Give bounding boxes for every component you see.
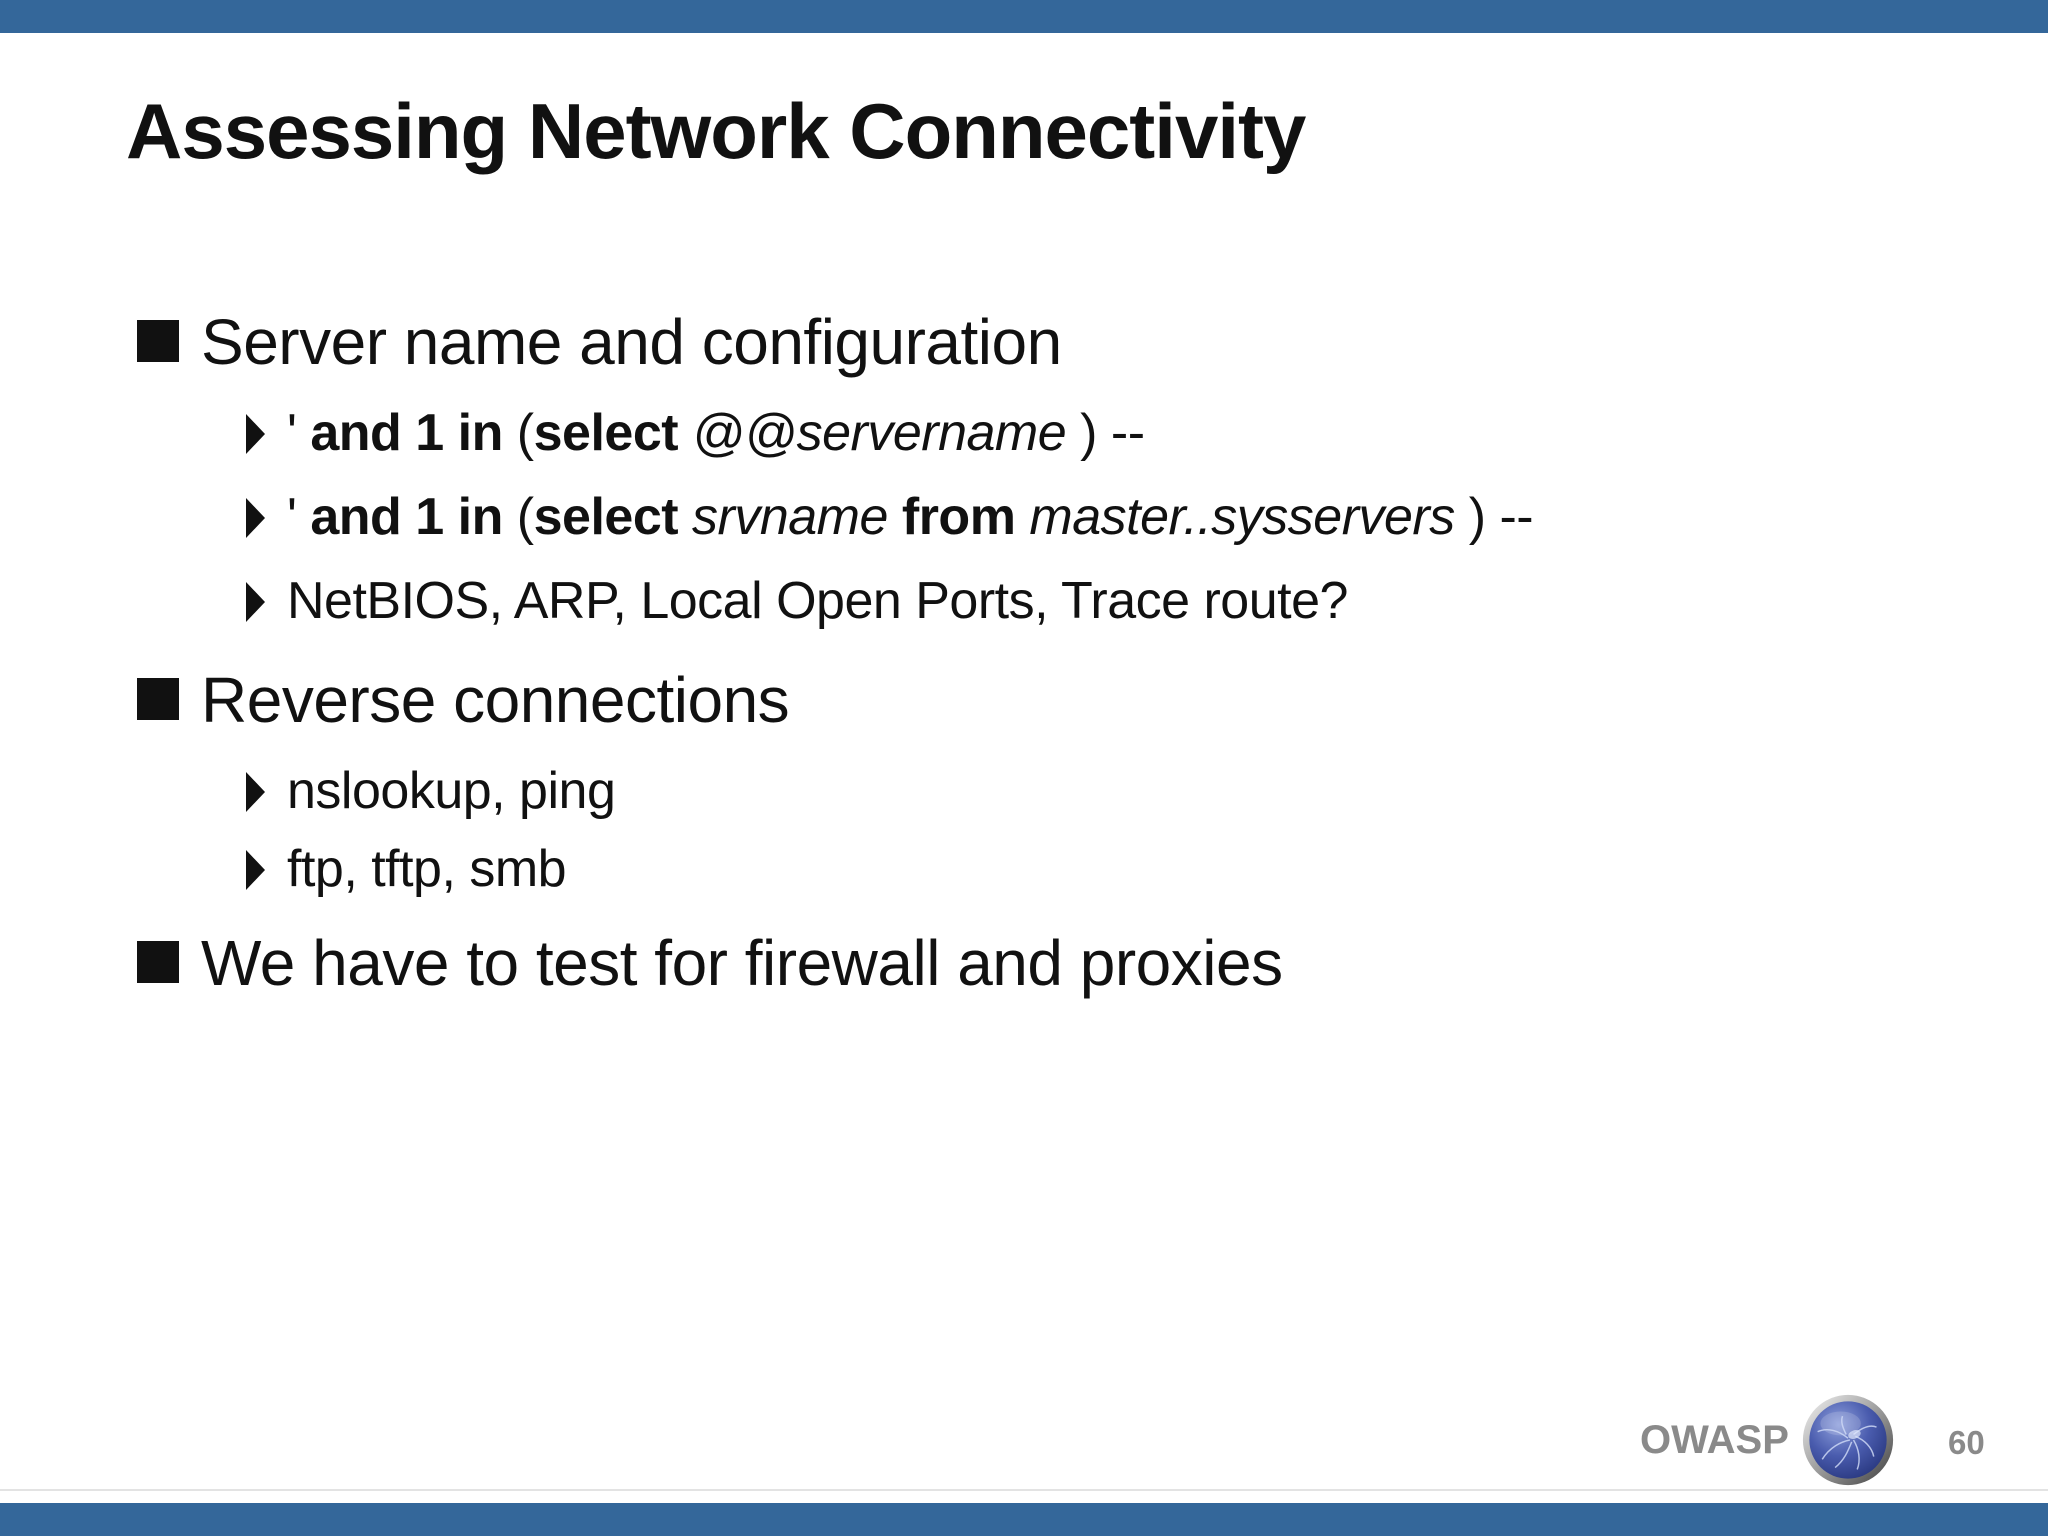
sub-bullet-item: NetBIOS, ARP, Local Open Ports, Trace ro…	[246, 572, 1348, 632]
footer-divider	[0, 1489, 2048, 1491]
sub-bullet-label: nslookup, ping	[287, 762, 616, 820]
sub-bullet-item: ' and 1 in (select srvname from master..…	[246, 488, 1534, 548]
triangle-bullet-icon	[246, 772, 265, 812]
sub-bullet-label: ' and 1 in (select srvname from master..…	[287, 488, 1534, 546]
bullet-label: Server name and configuration	[201, 306, 1062, 378]
page-number: 60	[1948, 1424, 1985, 1461]
bullet-item: Server name and configuration	[137, 306, 1062, 380]
sub-bullet-item: nslookup, ping	[246, 762, 616, 822]
sub-bullet-item: ftp, tftp, smb	[246, 840, 567, 900]
owasp-wasp-logo-icon	[1802, 1394, 1894, 1486]
bullet-item: We have to test for firewall and proxies	[137, 927, 1283, 1001]
square-bullet-icon	[137, 941, 179, 983]
sub-bullet-label: ' and 1 in (select @@servername ) --	[287, 404, 1145, 462]
triangle-bullet-icon	[246, 582, 265, 622]
owasp-wordmark: OWASP	[1640, 1418, 1789, 1462]
slide-title: Assessing Network Connectivity	[126, 87, 1306, 175]
bullet-label: Reverse connections	[201, 664, 790, 736]
triangle-bullet-icon	[246, 498, 265, 538]
triangle-bullet-icon	[246, 850, 265, 890]
sub-bullet-label: ftp, tftp, smb	[287, 840, 567, 898]
bullet-item: Reverse connections	[137, 664, 790, 738]
sub-bullet-item: ' and 1 in (select @@servername ) --	[246, 404, 1145, 464]
bottom-accent-bar	[0, 1503, 2048, 1536]
top-accent-bar	[0, 0, 2048, 33]
bullet-label: We have to test for firewall and proxies	[201, 927, 1283, 999]
sub-bullet-label: NetBIOS, ARP, Local Open Ports, Trace ro…	[287, 572, 1348, 630]
square-bullet-icon	[137, 678, 179, 720]
triangle-bullet-icon	[246, 414, 265, 454]
square-bullet-icon	[137, 320, 179, 362]
